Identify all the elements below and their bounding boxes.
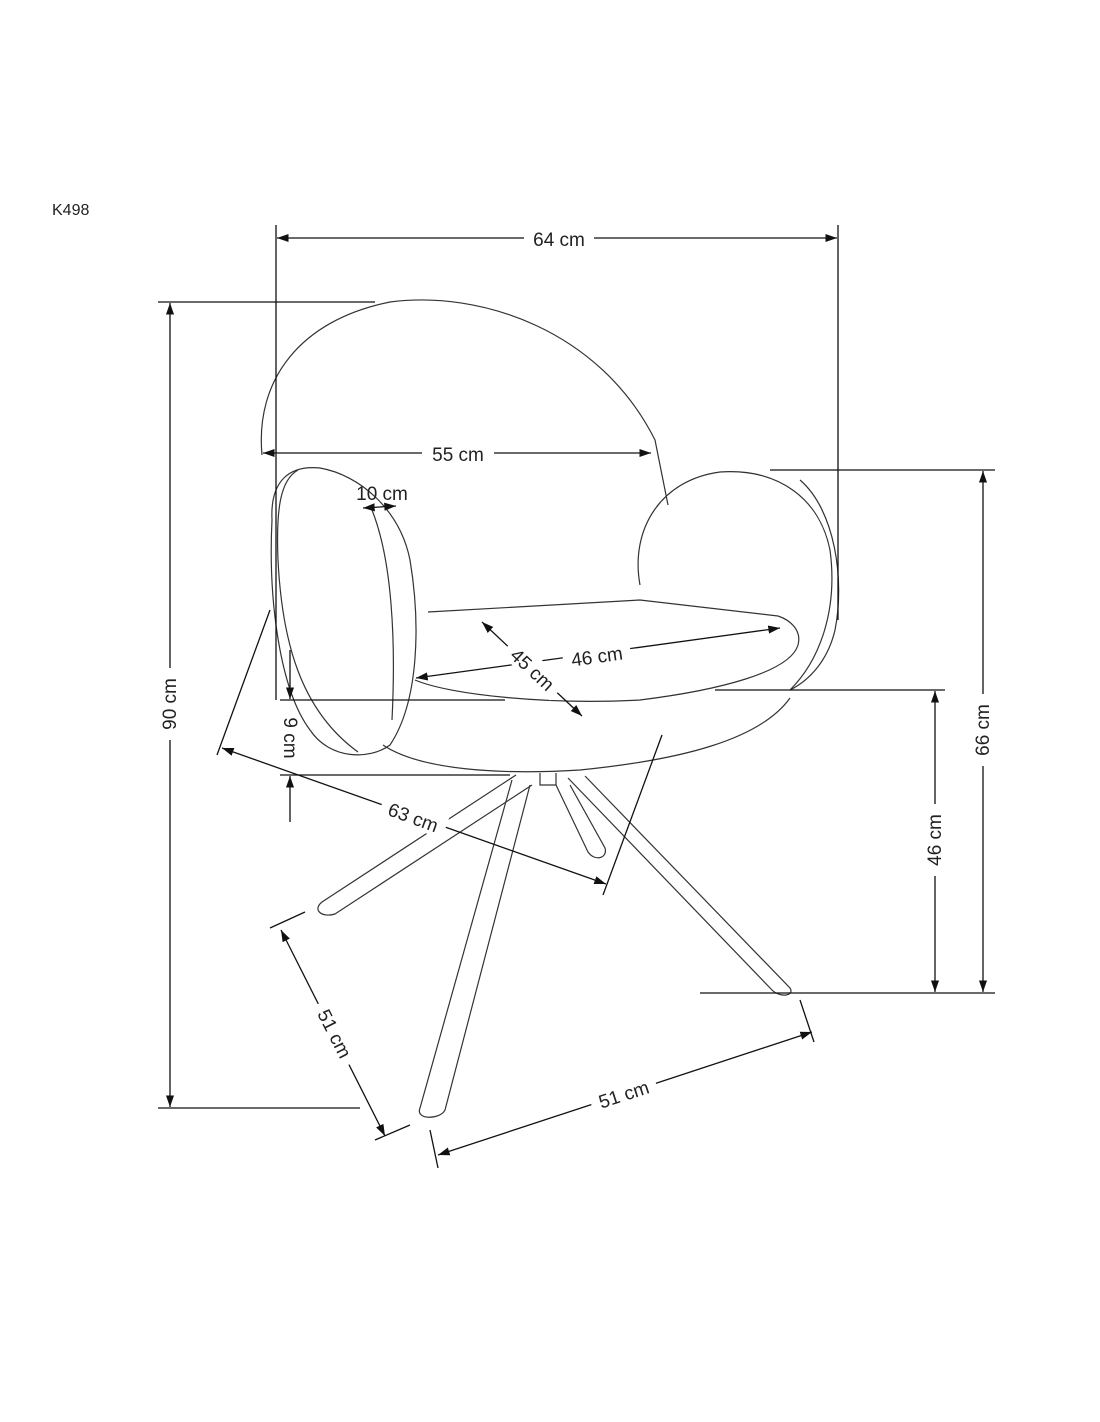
backrest bbox=[260, 299, 669, 506]
label-seat-height: 46 cm bbox=[925, 814, 946, 866]
label-overall-height: 90 cm bbox=[160, 678, 181, 730]
seat-top bbox=[427, 599, 779, 617]
seat-bottom bbox=[382, 697, 791, 773]
label-backrest-width: 55 cm bbox=[432, 445, 484, 466]
left-armrest-inner bbox=[276, 469, 359, 753]
leg-front-left bbox=[317, 774, 533, 916]
leg-right bbox=[567, 775, 792, 996]
label-seat-thickness: 9 cm bbox=[279, 717, 300, 758]
label-overall-width: 64 cm bbox=[533, 230, 585, 251]
label-armrest-thickness: 10 cm bbox=[356, 484, 408, 505]
label-armrest-height: 66 cm bbox=[973, 704, 994, 756]
left-armrest bbox=[270, 467, 417, 756]
right-armrest-back bbox=[789, 479, 840, 691]
dimension-labels: 64 cm 55 cm 10 cm 45 cm 46 cm 90 cm 9 cm… bbox=[156, 226, 994, 1116]
swivel-hub bbox=[539, 773, 557, 786]
dimension-lines bbox=[158, 225, 995, 1169]
right-armrest bbox=[637, 471, 833, 691]
left-armrest-face bbox=[371, 509, 394, 721]
chair-drawing bbox=[260, 299, 840, 1118]
leg-back bbox=[555, 784, 607, 859]
model-code: K498 bbox=[52, 202, 89, 219]
